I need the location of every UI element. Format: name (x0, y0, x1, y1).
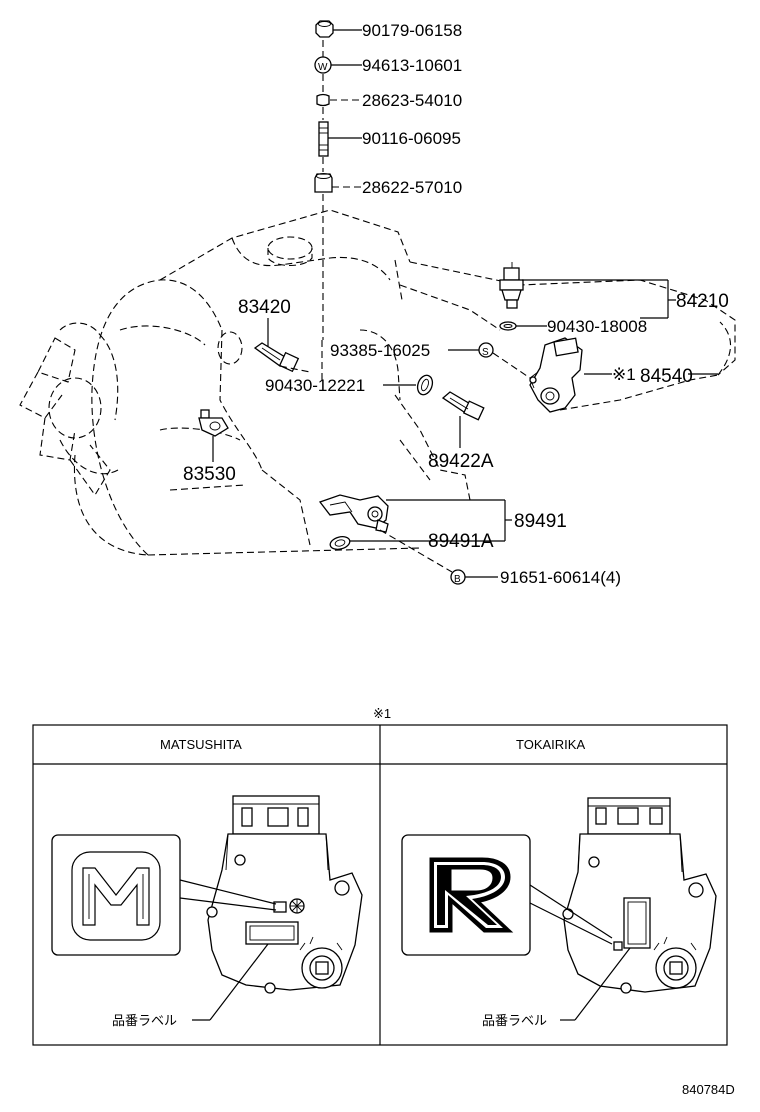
bolt-letter: B (454, 574, 461, 585)
speed-sensor-89422a-icon (441, 391, 485, 421)
washer-letter: W (318, 62, 328, 73)
label-matsushita-part-number: 品番ラベル (112, 1014, 177, 1029)
stud-bolt-icon (318, 121, 329, 157)
header-matsushita: MATSUSHITA (160, 737, 242, 752)
spacer-icon (316, 93, 330, 107)
matsushita-logo-callout (51, 834, 277, 956)
part-number-90430-12221: 90430-12221 (265, 376, 365, 395)
fan-icon (19, 322, 119, 497)
speed-sensor-84210-icon (499, 262, 524, 309)
part-number-84210: 84210 (676, 291, 729, 312)
stud-letter: S (482, 347, 489, 358)
part-number-89491a: 89491A (428, 531, 494, 552)
o-ring-icon (416, 374, 434, 396)
sensor-83530-icon (198, 409, 229, 437)
part-number-89422a: 89422A (428, 451, 494, 472)
reference-mark: ※1 (612, 365, 636, 384)
part-number-94613: 94613-10601 (362, 56, 462, 75)
stud-marker-icon: S (478, 342, 494, 358)
figure-code: 840784D (682, 1082, 735, 1097)
top-parts-stack: 90179-06158 W 94613-10601 28623-54010 90… (314, 20, 462, 340)
collar-icon (314, 173, 333, 193)
gasket-icon (499, 321, 517, 331)
header-tokairika: TOKAIRIKA (516, 737, 585, 752)
part-number-90116: 90116-06095 (362, 129, 461, 148)
temperature-sensor-83420-icon (253, 342, 300, 373)
part-number-89491: 89491 (514, 511, 567, 532)
part-number-28622: 28622-57010 (362, 178, 462, 197)
neutral-start-switch-icon (529, 337, 583, 413)
part-number-90179: 90179-06158 (362, 21, 462, 40)
tokairika-logo-callout (401, 834, 613, 956)
part-number-28623: 28623-54010 (362, 91, 462, 110)
part-number-91651: 91651-60614(4) (500, 568, 621, 587)
part-number-90430-18008: 90430-18008 (547, 317, 647, 336)
detail-title: ※1 (373, 706, 391, 721)
nut-icon (315, 20, 334, 38)
label-tokairika-part-number: 品番ラベル (482, 1014, 547, 1029)
matsushita-switch-illustration (206, 795, 363, 994)
part-number-93385: 93385-16025 (330, 341, 430, 360)
detail-table: MATSUSHITA TOKAIRIKA (32, 724, 728, 1046)
sensor-bracket-89491-icon (318, 494, 389, 533)
washer-icon: W (314, 56, 332, 74)
bolt-marker-icon: B (450, 569, 466, 585)
tokairika-switch-illustration (562, 797, 717, 994)
part-number-83420: 83420 (238, 297, 291, 318)
part-number-83530: 83530 (183, 464, 236, 485)
part-number-84540: 84540 (640, 366, 693, 387)
transmission-outline (73, 209, 736, 556)
o-ring-89491a-icon (329, 536, 351, 550)
